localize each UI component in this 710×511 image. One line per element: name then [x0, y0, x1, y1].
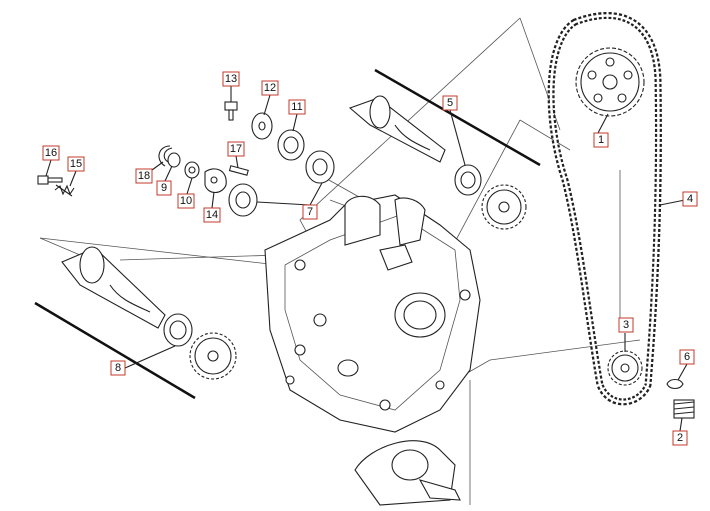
svg-text:6: 6 [684, 351, 690, 363]
svg-text:4: 4 [687, 193, 693, 205]
cylinder-head [264, 194, 481, 433]
callout-9: 9 [156, 180, 172, 196]
svg-text:10: 10 [180, 195, 192, 207]
callout-12: 12 [261, 80, 279, 96]
camshaft-upper [348, 95, 527, 230]
callout-6: 6 [679, 349, 695, 365]
callout-1: 1 [593, 132, 609, 148]
callout-11: 11 [288, 99, 306, 115]
label-leaders [45, 86, 688, 432]
svg-text:3: 3 [623, 319, 629, 331]
pin-part [666, 378, 684, 390]
svg-text:14: 14 [206, 209, 218, 221]
callout-2: 2 [672, 430, 688, 446]
callout-18: 18 [135, 168, 153, 184]
callout-5: 5 [442, 95, 458, 111]
svg-text:7: 7 [307, 206, 313, 218]
callout-10: 10 [177, 193, 195, 209]
svg-text:8: 8 [115, 362, 121, 374]
timing-chain [547, 12, 662, 406]
bracket-lines [34, 68, 541, 400]
crankshaft-stub [354, 440, 461, 506]
callout-3: 3 [618, 317, 634, 333]
sprocket-lower [607, 350, 643, 386]
svg-text:12: 12 [264, 82, 276, 94]
callout-16: 16 [42, 145, 60, 161]
svg-text:9: 9 [161, 182, 167, 194]
svg-text:15: 15 [70, 158, 82, 170]
callout-14: 14 [203, 207, 221, 223]
callout-13: 13 [222, 71, 240, 87]
small-parts [37, 101, 335, 217]
callout-4: 4 [682, 191, 698, 207]
svg-text:17: 17 [230, 143, 242, 155]
camshaft-lower [61, 246, 237, 380]
svg-text:18: 18 [138, 170, 150, 182]
spring-part [673, 399, 695, 419]
svg-text:11: 11 [291, 101, 302, 113]
svg-text:5: 5 [447, 97, 453, 109]
callout-8: 8 [110, 360, 126, 376]
callout-7: 7 [302, 204, 318, 220]
sprocket-upper [575, 47, 645, 117]
svg-text:16: 16 [45, 147, 57, 159]
callout-15: 15 [67, 156, 85, 172]
svg-text:2: 2 [677, 432, 683, 444]
callout-17: 17 [227, 141, 245, 157]
svg-text:13: 13 [225, 73, 237, 85]
svg-text:1: 1 [598, 134, 604, 146]
